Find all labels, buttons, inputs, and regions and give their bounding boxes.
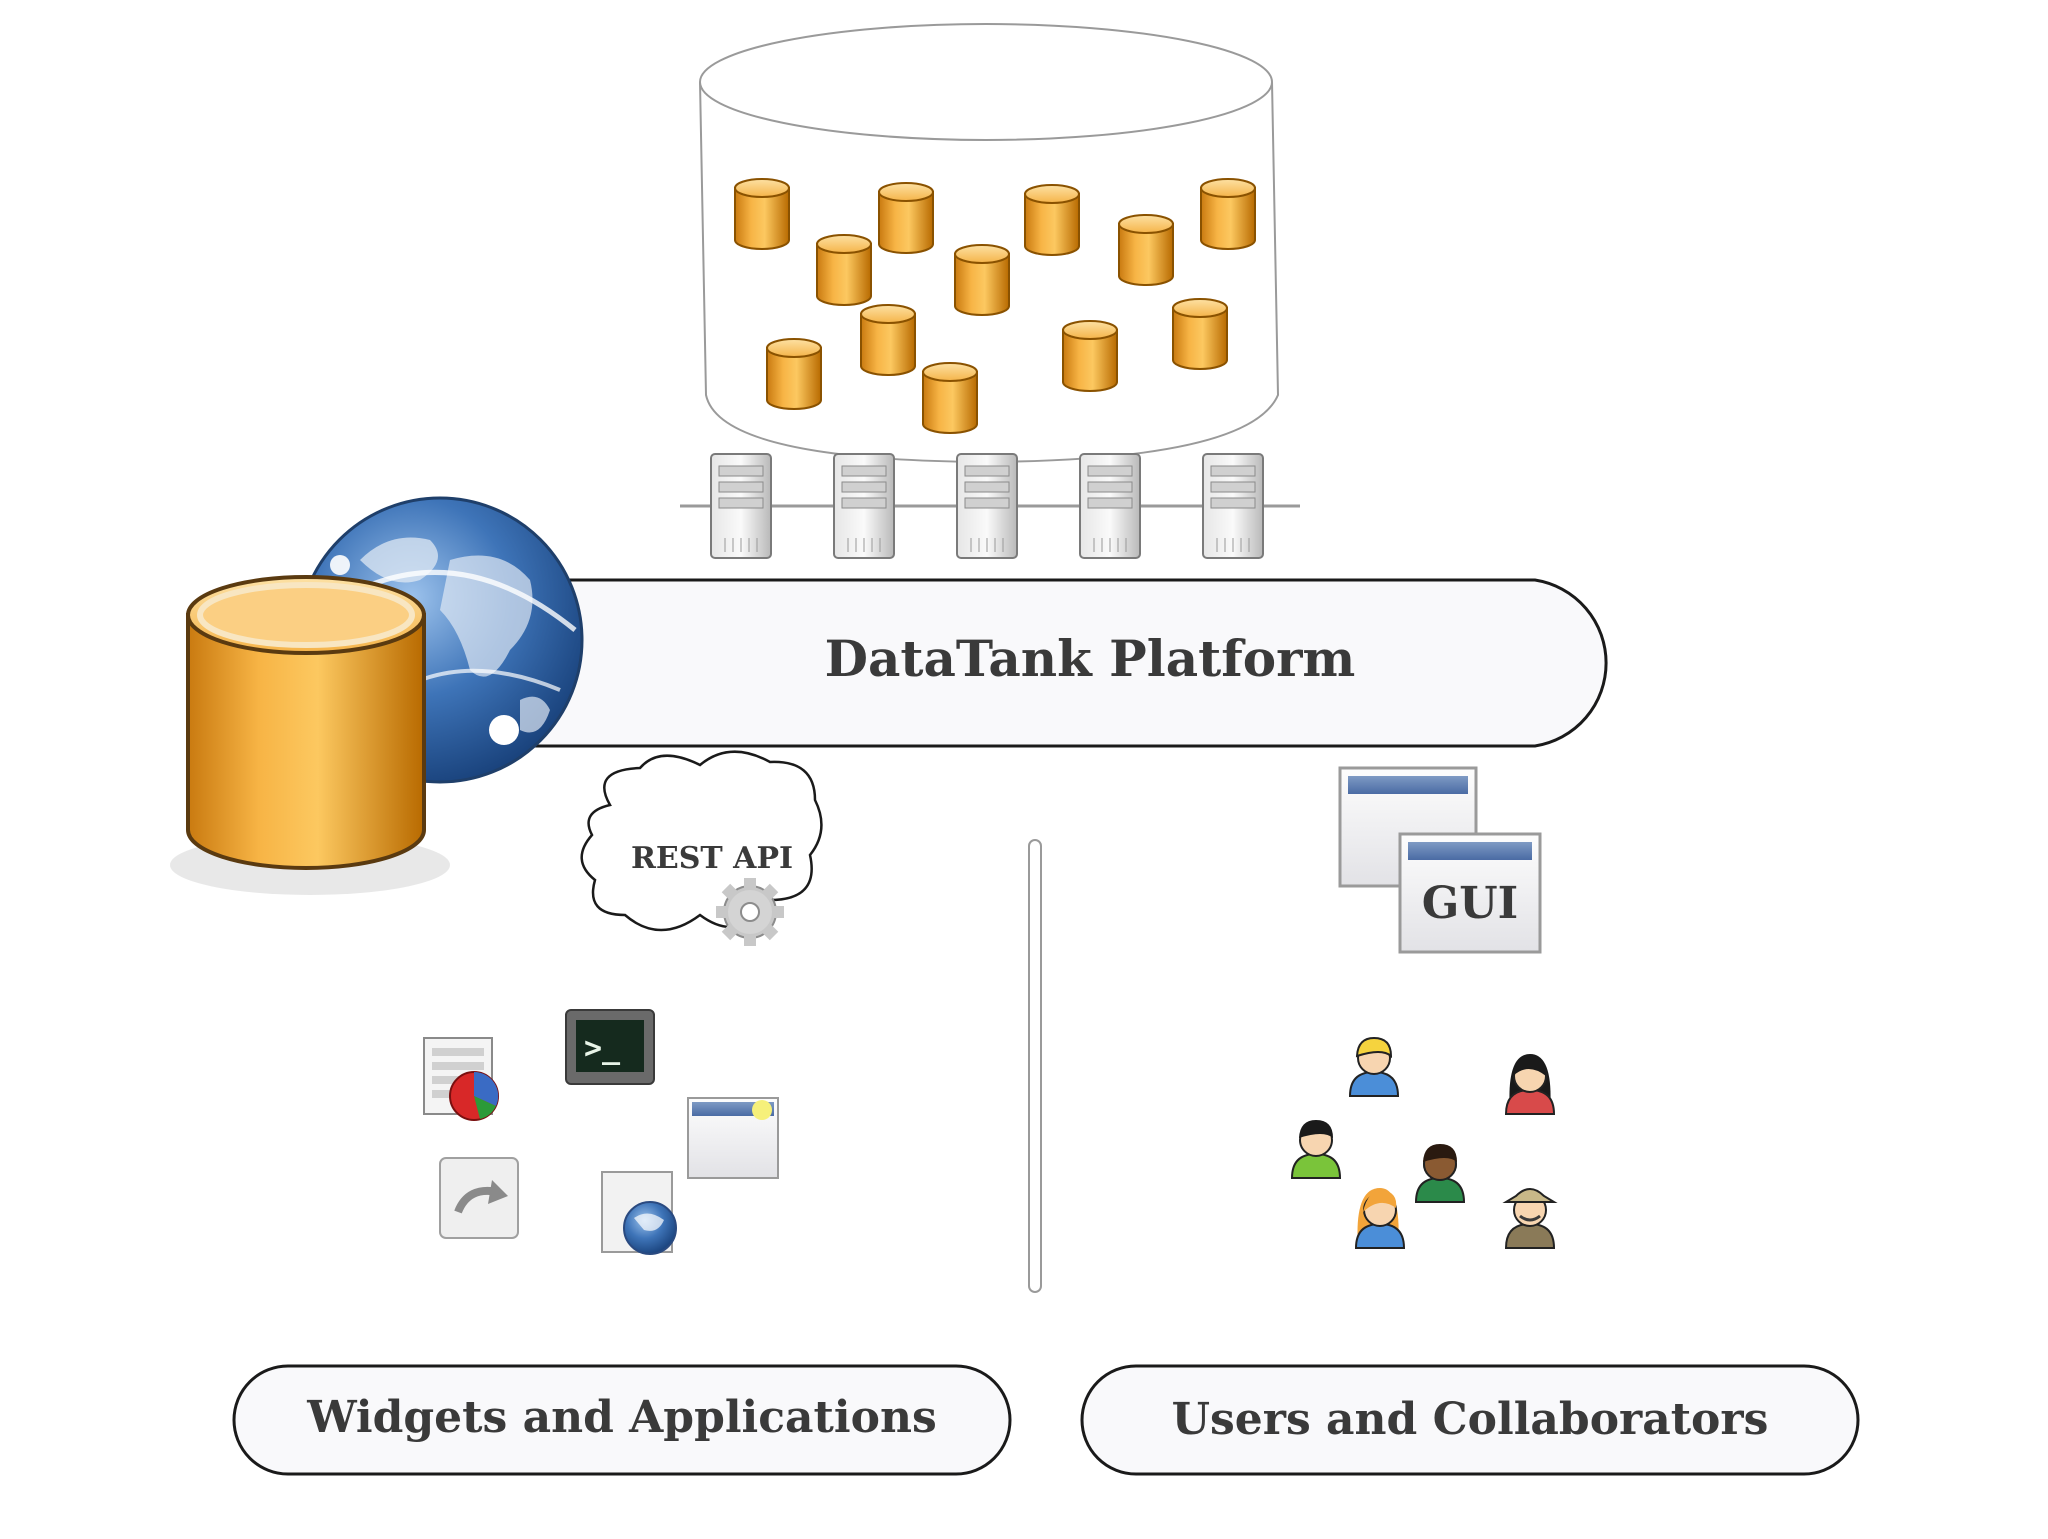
database-cylinder-icon[interactable] [734,178,790,250]
database-cylinder-icon[interactable] [1172,298,1228,370]
database-cylinder-icon[interactable] [860,304,916,376]
user-green-icon[interactable] [1291,1120,1341,1179]
database-cylinder-icon[interactable] [1024,184,1080,256]
server-icon[interactable] [833,453,895,559]
rest-api-cloud: REST API [580,750,823,946]
web-document-icon[interactable] [601,1171,677,1255]
database-cylinder-icon[interactable] [1118,214,1174,286]
redirect-icon[interactable] [439,1157,519,1239]
database-cylinder-icon[interactable] [878,182,934,254]
users-and-collaborators-box[interactable]: Users and Collaborators [1080,1364,1860,1476]
user-brown-icon[interactable] [1415,1144,1465,1203]
gui-windows-icon[interactable]: GUI [1338,766,1542,954]
svg-text:>_: >_ [584,1031,621,1066]
gear-icon [716,878,784,946]
divider-bar [1028,839,1042,1293]
user-blonde-woman-icon[interactable] [1355,1188,1405,1249]
widgets-and-applications-label: Widgets and Applications [306,1392,936,1443]
database-cylinder-icon[interactable] [922,362,978,434]
server-icon[interactable] [1202,453,1264,559]
users-and-collaborators-label: Users and Collaborators [1172,1394,1769,1445]
database-cylinder-icon[interactable] [954,244,1010,316]
gui-label: GUI [1422,878,1519,929]
user-hat-icon[interactable] [1502,1188,1558,1249]
platform-bar[interactable]: DataTank Platform [498,578,1608,748]
server-icon[interactable] [956,453,1018,559]
spreadsheet-chart-icon[interactable] [423,1037,499,1121]
database-cylinder-icon[interactable] [1200,178,1256,250]
terminal-icon[interactable]: >_ [565,1009,655,1085]
servers-group [680,453,1300,559]
server-icon[interactable] [1079,453,1141,559]
database-cylinder-icon[interactable] [1062,320,1118,392]
database-cylinder-icon[interactable] [816,234,872,306]
platform-label: DataTank Platform [825,629,1356,688]
rest-api-label: REST API [631,841,793,876]
big-database-icon [170,575,450,895]
widgets-and-applications-box[interactable]: Widgets and Applications [232,1364,1012,1476]
server-icon[interactable] [710,453,772,559]
window-icon[interactable] [687,1097,779,1179]
user-blonde-icon[interactable] [1349,1036,1399,1097]
user-dark-hair-woman-icon[interactable] [1505,1054,1555,1115]
database-cylinder-icon[interactable] [766,338,822,410]
